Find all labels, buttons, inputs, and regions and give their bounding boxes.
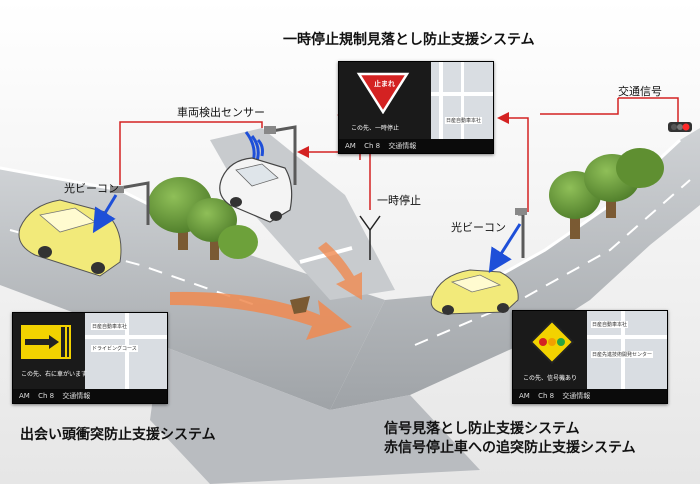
- traffic-signal: [668, 122, 692, 132]
- beacon-right-label: 光ビーコン: [451, 221, 506, 234]
- bottom-right-caption-1: 信号見落とし防止支援システム: [384, 421, 580, 437]
- map-label: 日産自動車本社: [445, 117, 483, 124]
- road-right: [330, 128, 700, 410]
- flow-arrow-center: [318, 242, 362, 300]
- map-label-2: ドライビングコース: [91, 345, 138, 352]
- car-center: [219, 157, 293, 223]
- nav-panel-top: 日産自動車本社 止まれ この先、一時停止 AM Ch 8 交通情報: [338, 61, 494, 154]
- status-info: 交通情報: [62, 392, 91, 400]
- lane-markings: [9, 179, 691, 346]
- status-channel: Ch 8: [364, 142, 381, 150]
- status-bar: AM Ch 8 交通情報: [513, 389, 667, 403]
- signal-label: 交通信号: [618, 85, 662, 98]
- signal-warning-icon: [529, 319, 575, 365]
- map-label-1: 日産自動車本社: [591, 321, 629, 328]
- status-channel: Ch 8: [538, 392, 555, 400]
- stop-label: 一時停止: [377, 194, 421, 207]
- status-channel: Ch 8: [38, 392, 55, 400]
- flow-arrow-left: [170, 291, 352, 340]
- beacon-left-head: [110, 186, 124, 193]
- nav-panel-right: 日産自動車本社 日産先進技術開発センター この先、信号機あり AM Ch 8 交…: [512, 310, 668, 404]
- status-am: AM: [519, 392, 530, 400]
- beacon-left-arrow: [92, 194, 118, 234]
- panel-message: この先、右に車がいます: [21, 371, 88, 378]
- panel-message: この先、信号機あり: [523, 375, 578, 382]
- status-bar: AM Ch 8 交通情報: [13, 389, 167, 403]
- stop-sign-icon: [356, 72, 410, 114]
- map-label-2: 日産先進技術開発センター: [591, 351, 654, 358]
- map-area: 日産自動車本社 日産先進技術開発センター: [587, 311, 667, 389]
- top-title: 一時停止規制見落とし防止支援システム: [283, 32, 535, 48]
- bottom-right-caption-2: 赤信号停止車への追突防止支援システム: [384, 440, 636, 456]
- road-bottom: [150, 345, 480, 484]
- status-am: AM: [19, 392, 30, 400]
- map-label-1: 日産自動車本社: [91, 323, 129, 330]
- beacon-right-arrow: [488, 223, 522, 274]
- sensor-label: 車両検出センサー: [177, 106, 265, 119]
- map-area: 日産自動車本社: [431, 62, 493, 139]
- beacon-left-label: 光ビーコン: [64, 182, 119, 195]
- stop-antenna: [359, 215, 381, 260]
- status-am: AM: [345, 142, 356, 150]
- status-bar: AM Ch 8 交通情報: [339, 139, 493, 153]
- status-info: 交通情報: [388, 142, 417, 150]
- bottom-left-caption: 出会い頭衝突防止支援システム: [20, 427, 216, 443]
- status-info: 交通情報: [562, 392, 591, 400]
- stop-sign-text: 止まれ: [374, 80, 395, 88]
- nav-panel-left: 日産自動車本社 ドライビングコース この先、右に車がいます AM Ch 8 交通…: [12, 312, 168, 404]
- crossing-car-icon: [21, 325, 71, 359]
- trees: [148, 148, 664, 314]
- map-area: 日産自動車本社 ドライビングコース: [85, 313, 167, 389]
- beacon-right-head: [515, 208, 527, 215]
- sensor-head: [264, 126, 276, 134]
- panel-message: この先、一時停止: [351, 125, 400, 132]
- car-right: [430, 269, 519, 315]
